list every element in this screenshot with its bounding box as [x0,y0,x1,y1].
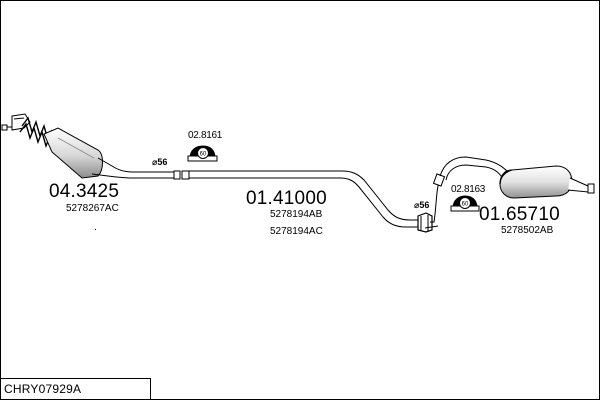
rear-silencer-part-number: 01.65710 [479,204,560,225]
rear-clamp-code: 02.8163 [451,184,486,195]
diagram-code-box: CHRY07929A [0,378,151,399]
front-clamp: 60 [187,145,218,162]
front-pipe-part-number: 04.3425 [49,181,120,202]
center-pipe-oem-code-1: 5278194AB [270,209,323,220]
front-pipe-oem-code: 5278267AC [66,203,119,214]
rear-clamp: 60 [450,195,480,212]
center-joint-clamp [417,212,433,233]
center-pipe-part-number: 01.41000 [246,188,327,209]
front-clamp-code: 02.8161 [188,130,223,141]
front-end-marker [1,124,8,131]
front-diameter-label: ⌀56 [152,157,168,167]
rear-clamp-size: 60 [462,202,469,208]
front-outlet-pipe [97,157,176,173]
marker-dot [95,229,96,230]
rear-silencer [424,156,595,229]
front-pipe-catalyst [1,113,181,180]
center-pipe [181,170,433,233]
rear-diameter-label: ⌀56 [414,200,430,210]
center-pipe-oem-code-2: 5278194AC [270,226,323,237]
front-clamp-size: 60 [200,152,207,158]
diagram-code: CHRY07929A [4,382,82,396]
catalyst-body [43,127,103,179]
rear-silencer-oem-code: 5278502AB [501,225,554,236]
